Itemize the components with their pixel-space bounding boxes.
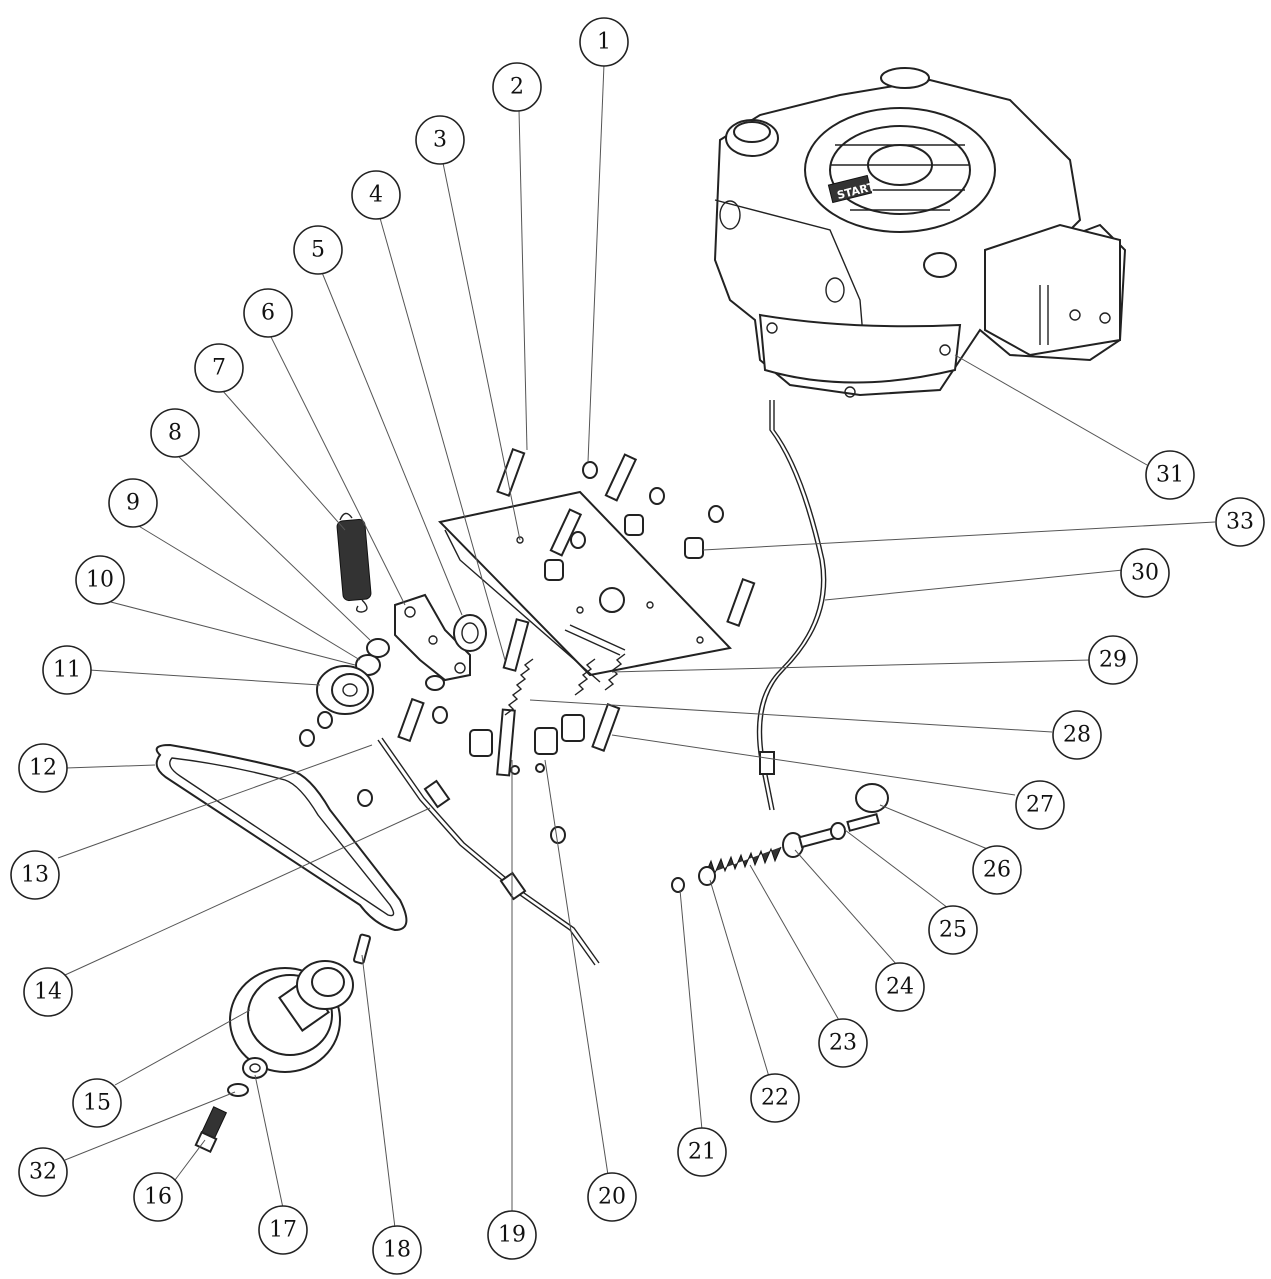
svg-text:19: 19 [498, 1223, 526, 1248]
svg-text:5: 5 [311, 238, 325, 263]
svg-text:12: 12 [29, 756, 57, 781]
callout-24: 24 [875, 962, 925, 1012]
callout-2: 2 [492, 62, 542, 112]
callout-27: 27 [1015, 780, 1065, 830]
svg-text:28: 28 [1063, 723, 1091, 748]
callout-13: 13 [10, 850, 60, 900]
svg-text:8: 8 [168, 421, 182, 446]
callout-28: 28 [1052, 710, 1102, 760]
leader-lines [57, 63, 1216, 1229]
svg-text:1: 1 [597, 30, 611, 55]
callout-9: 9 [108, 478, 158, 528]
callout-33: 33 [1215, 497, 1265, 547]
svg-text:23: 23 [829, 1031, 857, 1056]
svg-text:26: 26 [983, 858, 1011, 883]
engine-drawing: START [713, 67, 1127, 398]
callout-17: 17 [258, 1205, 308, 1255]
throttle-cable [756, 400, 827, 811]
callout-8: 8 [150, 408, 200, 458]
tension-spring [336, 512, 372, 613]
callout-21: 21 [677, 1127, 727, 1177]
callout-23: 23 [818, 1018, 868, 1068]
callout-11: 11 [42, 645, 92, 695]
svg-text:24: 24 [886, 975, 914, 1000]
callout-12: 12 [18, 743, 68, 793]
drive-pulley [194, 933, 372, 1154]
svg-text:31: 31 [1156, 463, 1184, 488]
mounting-plate [438, 490, 732, 683]
svg-text:3: 3 [433, 128, 447, 153]
svg-text:25: 25 [939, 918, 967, 943]
svg-text:32: 32 [29, 1160, 57, 1185]
callout-31: 31 [1145, 450, 1195, 500]
svg-text:16: 16 [144, 1185, 172, 1210]
brake-cable [377, 737, 600, 966]
callouts: 1 2 3 4 5 6 7 8 9 10 11 12 13 14 15 16 1… [10, 17, 1265, 1275]
callout-14: 14 [23, 967, 73, 1017]
callout-30: 30 [1120, 548, 1170, 598]
svg-text:33: 33 [1226, 510, 1254, 535]
svg-text:14: 14 [34, 980, 62, 1005]
callout-29: 29 [1088, 635, 1138, 685]
callout-3: 3 [415, 115, 465, 165]
callout-6: 6 [243, 288, 293, 338]
tension-rod-assembly [698, 783, 889, 886]
svg-text:30: 30 [1131, 561, 1159, 586]
svg-text:6: 6 [261, 301, 275, 326]
callout-26: 26 [972, 845, 1022, 895]
callout-16: 16 [133, 1172, 183, 1222]
svg-text:10: 10 [86, 568, 114, 593]
bolts-and-bushings [299, 447, 756, 893]
callout-18: 18 [372, 1225, 422, 1275]
callout-32: 32 [18, 1147, 68, 1197]
callout-1: 1 [579, 17, 629, 67]
callout-4: 4 [351, 170, 401, 220]
svg-text:9: 9 [126, 491, 140, 516]
callout-15: 15 [72, 1078, 122, 1128]
drive-belt [155, 743, 408, 932]
svg-text:20: 20 [598, 1185, 626, 1210]
svg-text:4: 4 [369, 183, 383, 208]
svg-text:29: 29 [1099, 648, 1127, 673]
svg-text:22: 22 [761, 1086, 789, 1111]
svg-text:11: 11 [53, 658, 81, 683]
svg-text:15: 15 [83, 1091, 111, 1116]
svg-text:13: 13 [21, 863, 49, 888]
svg-text:7: 7 [212, 356, 226, 381]
svg-text:27: 27 [1026, 793, 1054, 818]
svg-text:21: 21 [688, 1140, 716, 1165]
svg-text:2: 2 [510, 75, 524, 100]
idler-assembly [316, 593, 487, 715]
callout-25: 25 [928, 905, 978, 955]
callout-22: 22 [750, 1073, 800, 1123]
svg-text:18: 18 [383, 1238, 411, 1263]
callout-20: 20 [587, 1172, 637, 1222]
callout-19: 19 [487, 1210, 537, 1260]
callout-10: 10 [75, 555, 125, 605]
svg-text:17: 17 [269, 1218, 297, 1243]
callout-7: 7 [194, 343, 244, 393]
callout-5: 5 [293, 225, 343, 275]
